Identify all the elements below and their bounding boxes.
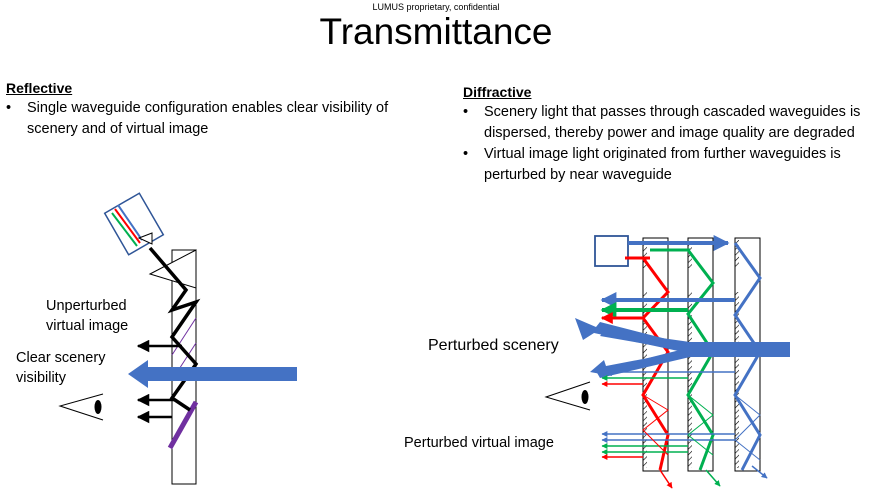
projector-box: [103, 192, 165, 256]
diffractive-bullet: Scenery light that passes through cascad…: [463, 102, 865, 144]
diffractive-bullet: Virtual image light originated from furt…: [463, 144, 865, 186]
perturbed-scenery-label: Perturbed scenery: [428, 337, 559, 354]
slide-title: Transmittance: [319, 11, 553, 52]
diffractive-diagram: [544, 235, 790, 489]
unperturbed-label-line2: virtual image: [46, 318, 129, 334]
reflective-bullets: Single waveguide configuration enables c…: [6, 98, 406, 140]
reflective-heading: Reflective: [6, 80, 73, 96]
perturbed-virtual-label: Perturbed virtual image: [404, 435, 554, 451]
confidential-notice: LUMUS proprietary, confidential: [372, 2, 500, 12]
eye-icon: [58, 393, 104, 421]
clear-scenery-label-line1: Clear scenery: [16, 350, 106, 366]
unperturbed-label-line1: Unperturbed: [46, 298, 127, 314]
eye-icon: [544, 381, 591, 411]
projector-box: [594, 235, 629, 267]
clear-scenery-label-line2: visibility: [16, 370, 66, 386]
diffractive-bullets: Scenery light that passes through cascad…: [463, 102, 865, 186]
reflective-diagram: [58, 192, 297, 485]
reflective-bullet: Single waveguide configuration enables c…: [6, 98, 406, 140]
diffractive-heading: Diffractive: [463, 84, 532, 100]
